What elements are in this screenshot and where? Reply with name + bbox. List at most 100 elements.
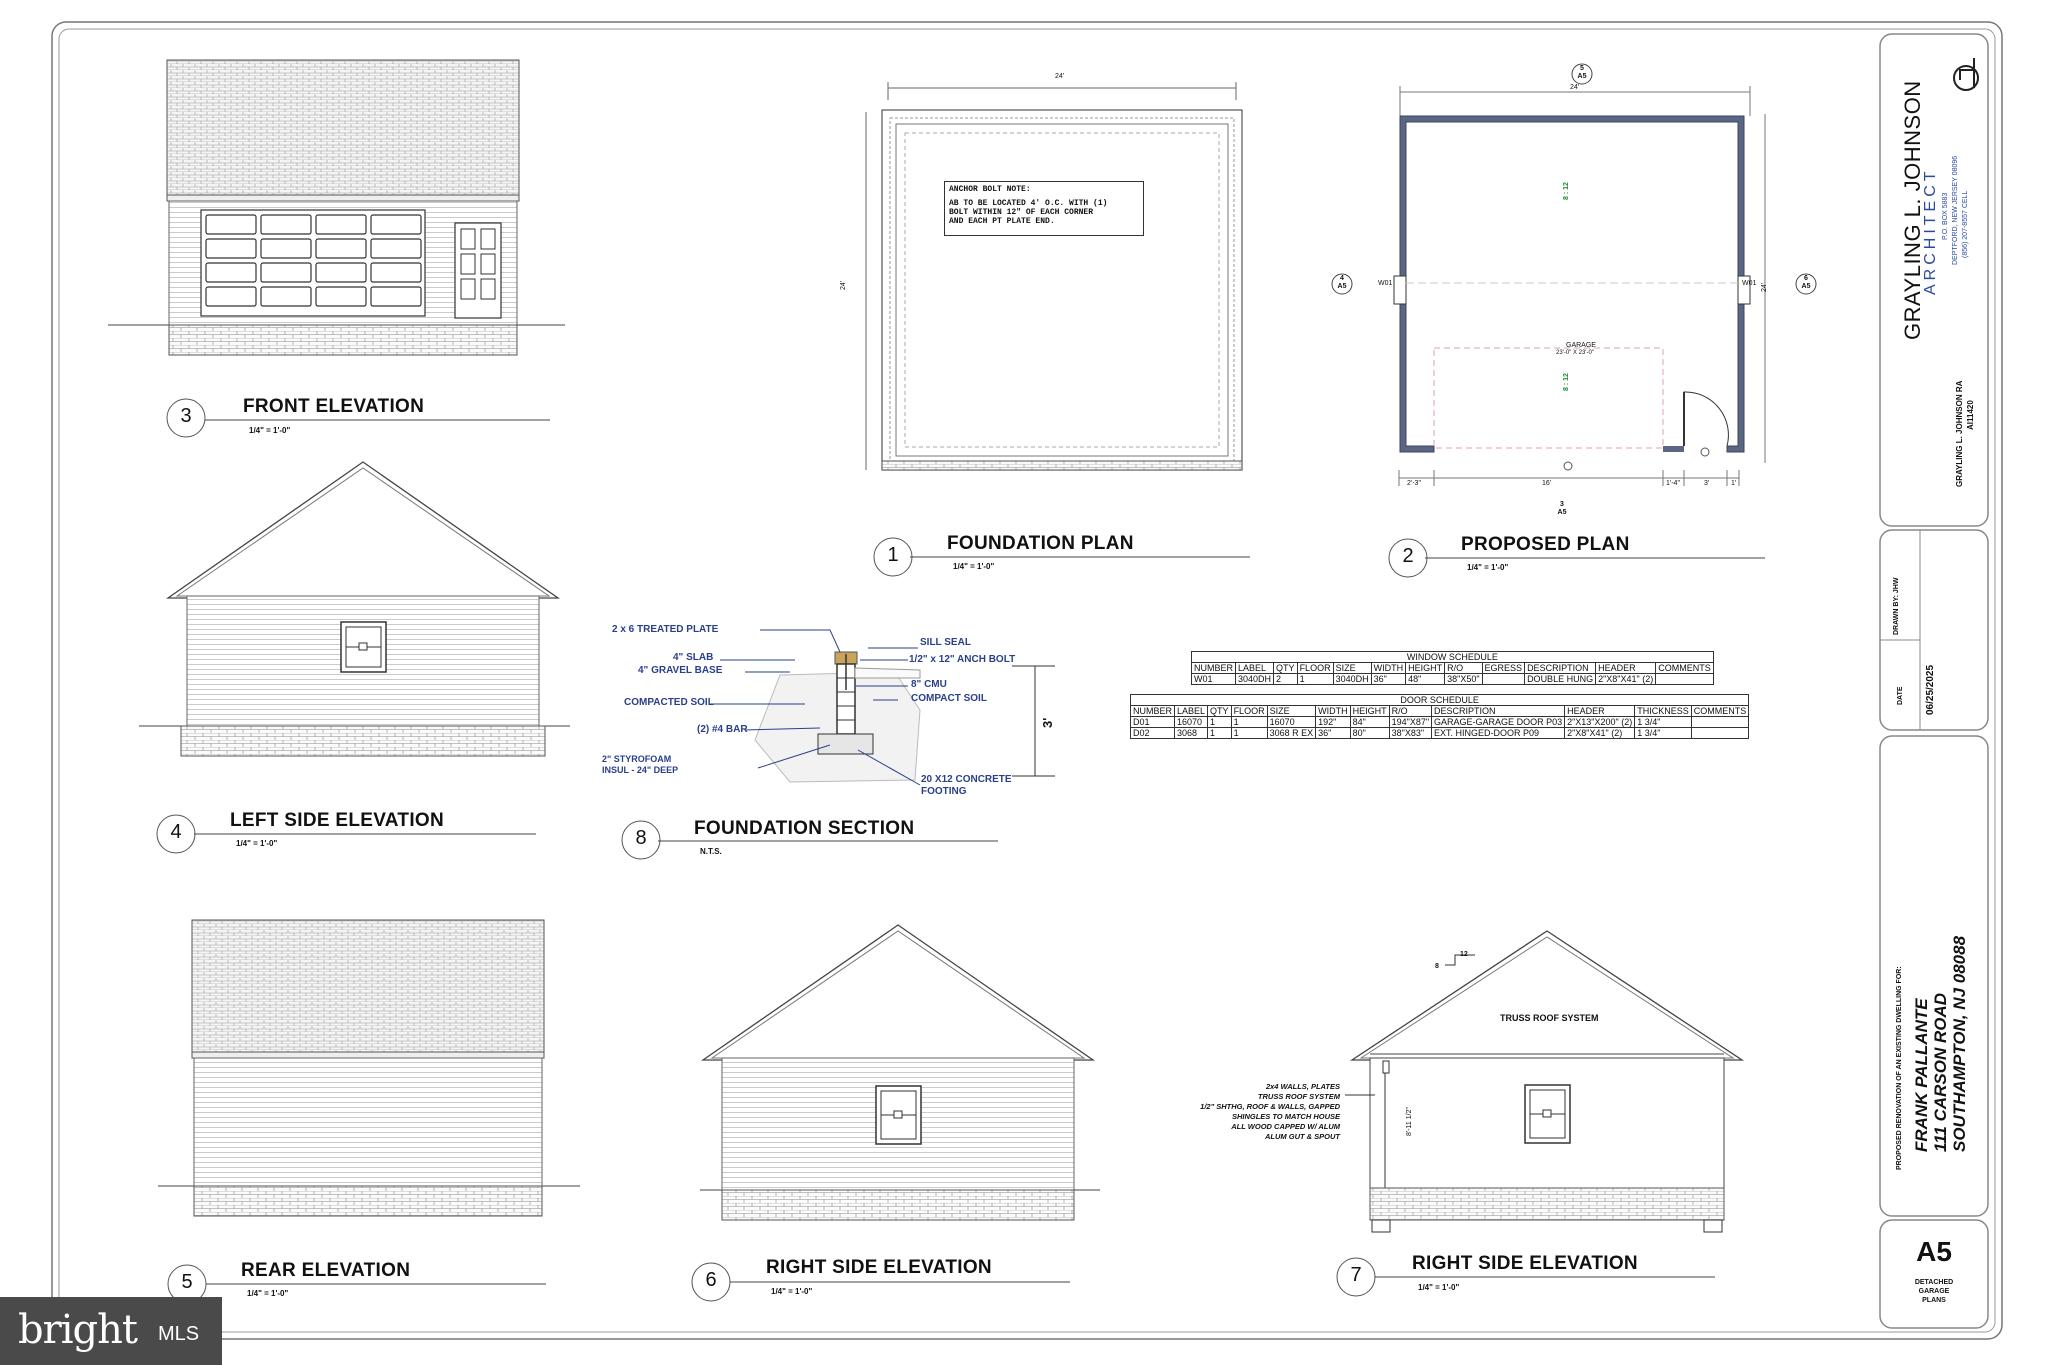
sheet-description: GARAGE	[1918, 1288, 1950, 1295]
callout-number: 6	[1804, 275, 1808, 282]
construction-note: TRUSS ROOF SYSTEM	[1257, 1092, 1340, 1101]
schedule-header: QTY	[1273, 662, 1298, 674]
pitch-rise: 8	[1435, 963, 1439, 970]
callout-sheet: A5	[1801, 283, 1811, 290]
view-title: FOUNDATION SECTION	[694, 818, 915, 839]
window-schedule: WINDOW SCHEDULE NUMBER LABEL QTY FLOOR S…	[1190, 651, 1714, 685]
room-size: 23'-0" X 23'-0"	[1556, 350, 1594, 356]
schedule-cell: 1	[1230, 716, 1268, 728]
schedule-header: LABEL	[1235, 662, 1275, 674]
section-label: (2) #4 BAR	[697, 724, 748, 735]
view-number: 5	[181, 1271, 193, 1293]
view-scale: N.T.S.	[700, 847, 722, 856]
license-number: AI11420	[1966, 400, 1975, 430]
schedule-header: HEIGHT	[1405, 662, 1446, 674]
schedule-header: EGRESS	[1481, 662, 1526, 674]
architect-phone: (856) 207-8557 CELL	[1962, 190, 1969, 258]
wall-height: 8'-11 1/2"	[1406, 1107, 1413, 1136]
section-label: 4" GRAVEL BASE	[638, 665, 723, 676]
view-title: RIGHT SIDE ELEVATION	[1412, 1253, 1638, 1274]
view-number: 8	[635, 827, 647, 849]
schedule-cell: 1	[1207, 727, 1232, 739]
door-schedule: DOOR SCHEDULE NUMBER LABEL QTY FLOOR SIZ…	[1129, 694, 1750, 739]
truss-label: TRUSS ROOF SYSTEM	[1500, 1013, 1599, 1023]
view-scale: 1/4" = 1'-0"	[247, 1289, 289, 1298]
sheet-description: PLANS	[1922, 1297, 1946, 1304]
schedule-header-row: NUMBER LABEL QTY FLOOR SIZE WIDTH HEIGHT…	[1190, 662, 1714, 674]
schedule-cell: 194"X87"	[1388, 716, 1433, 728]
pitch-run: 12	[1460, 951, 1468, 958]
construction-note: SHINGLES TO MATCH HOUSE	[1231, 1112, 1340, 1121]
schedule-cell: 48"	[1405, 673, 1446, 685]
schedule-cell: 16070	[1266, 716, 1317, 728]
view-number: 1	[887, 544, 899, 566]
view-scale: 1/4" = 1'-0"	[771, 1287, 813, 1296]
schedule-header: WIDTH	[1370, 662, 1407, 674]
schedule-cell: 36"	[1370, 673, 1407, 685]
schedule-cell	[1690, 716, 1750, 728]
schedule-cell: 1	[1207, 716, 1232, 728]
schedule-cell: 16070	[1174, 716, 1209, 728]
stamp-name: GRAYLING L. JOHNSON RA	[1955, 380, 1964, 487]
section-label: FOOTING	[921, 786, 967, 797]
foundation-plan-drawing	[865, 82, 1243, 471]
window-tag: W01	[1378, 280, 1393, 287]
plan-dim-side: 24'	[1761, 282, 1768, 292]
schedule-header: COMMENTS	[1655, 662, 1714, 674]
schedule-cell: D01	[1129, 716, 1176, 728]
mls-watermark: bright MLS	[0, 1297, 222, 1365]
schedule-cell: 2	[1273, 673, 1298, 685]
schedule-cell: 2"X8"X41" (2)	[1564, 727, 1636, 739]
room-name: GARAGE	[1566, 342, 1596, 349]
schedule-header: NUMBER	[1129, 705, 1176, 717]
view-number: 2	[1402, 545, 1414, 567]
foundation-dim-side: 24'	[840, 280, 847, 290]
view-scale: 1/4" = 1'-0"	[249, 426, 291, 435]
title-underline	[205, 419, 550, 421]
foundation-dim-top: 24'	[1055, 73, 1065, 80]
view-scale: 1/4" = 1'-0"	[236, 839, 278, 848]
client-name: FRANK PALLANTE	[1912, 998, 1931, 1152]
front-elevation-drawing	[108, 59, 565, 356]
schedule-header: DESCRIPTION	[1431, 705, 1566, 717]
callout-number: 5	[1580, 65, 1584, 72]
schedule-header: THICKNESS	[1634, 705, 1692, 717]
table-row: D01 16070 1 1 16070 192" 84" 194"X87" GA…	[1129, 716, 1750, 728]
plan-dim-bottom: 1'	[1731, 480, 1737, 487]
truss-pitch-label: 8 : 12	[1563, 373, 1570, 391]
schedule-cell: 2"X8"X41" (2)	[1595, 673, 1657, 685]
schedule-cell: 2"X13"X200" (2)	[1564, 716, 1636, 728]
title-underline	[206, 1283, 546, 1285]
plan-dim-bottom: 2'-3"	[1407, 480, 1421, 487]
section-height: 3'	[1040, 717, 1055, 728]
schedule-cell: D02	[1129, 727, 1176, 739]
rear-elevation-drawing	[158, 919, 580, 1217]
truss-pitch-label: 8 : 12	[1563, 182, 1570, 200]
project-street: 111 CARSON ROAD	[1931, 992, 1950, 1152]
schedule-cell: 80"	[1349, 727, 1390, 739]
callout-number: 3	[1560, 501, 1564, 508]
view-number: 4	[170, 821, 182, 843]
schedule-header: QTY	[1207, 705, 1232, 717]
schedule-cell: EXT. HINGED-DOOR P09	[1431, 727, 1566, 739]
schedule-cell: 38"X83"	[1388, 727, 1433, 739]
architect-address: DEPTFORD, NEW JERSEY 08096	[1952, 155, 1959, 265]
schedule-cell: 1	[1296, 673, 1334, 685]
schedule-cell: W01	[1190, 673, 1237, 685]
schedule-header: FLOOR	[1230, 705, 1268, 717]
schedule-header: FLOOR	[1296, 662, 1334, 674]
schedule-header: COMMENTS	[1690, 705, 1750, 717]
view-scale: 1/4" = 1'-0"	[1467, 563, 1509, 572]
view-title: PROPOSED PLAN	[1461, 534, 1630, 555]
schedule-header: HEADER	[1564, 705, 1636, 717]
plan-dim-bottom: 16'	[1542, 480, 1552, 487]
foundation-section-drawing	[710, 629, 1055, 786]
schedule-cell: 38"X50"	[1444, 673, 1483, 685]
construction-notes: 2x4 WALLS, PLATES TRUSS ROOF SYSTEM 1/2"…	[1150, 1082, 1340, 1142]
section-label: 2 x 6 TREATED PLATE	[612, 624, 719, 635]
view-title: FOUNDATION PLAN	[947, 533, 1134, 554]
section-label: COMPACTED SOIL	[624, 697, 714, 708]
drawn-by: DRAWN BY: JHW	[1893, 577, 1900, 635]
view-number-circle	[166, 398, 206, 438]
